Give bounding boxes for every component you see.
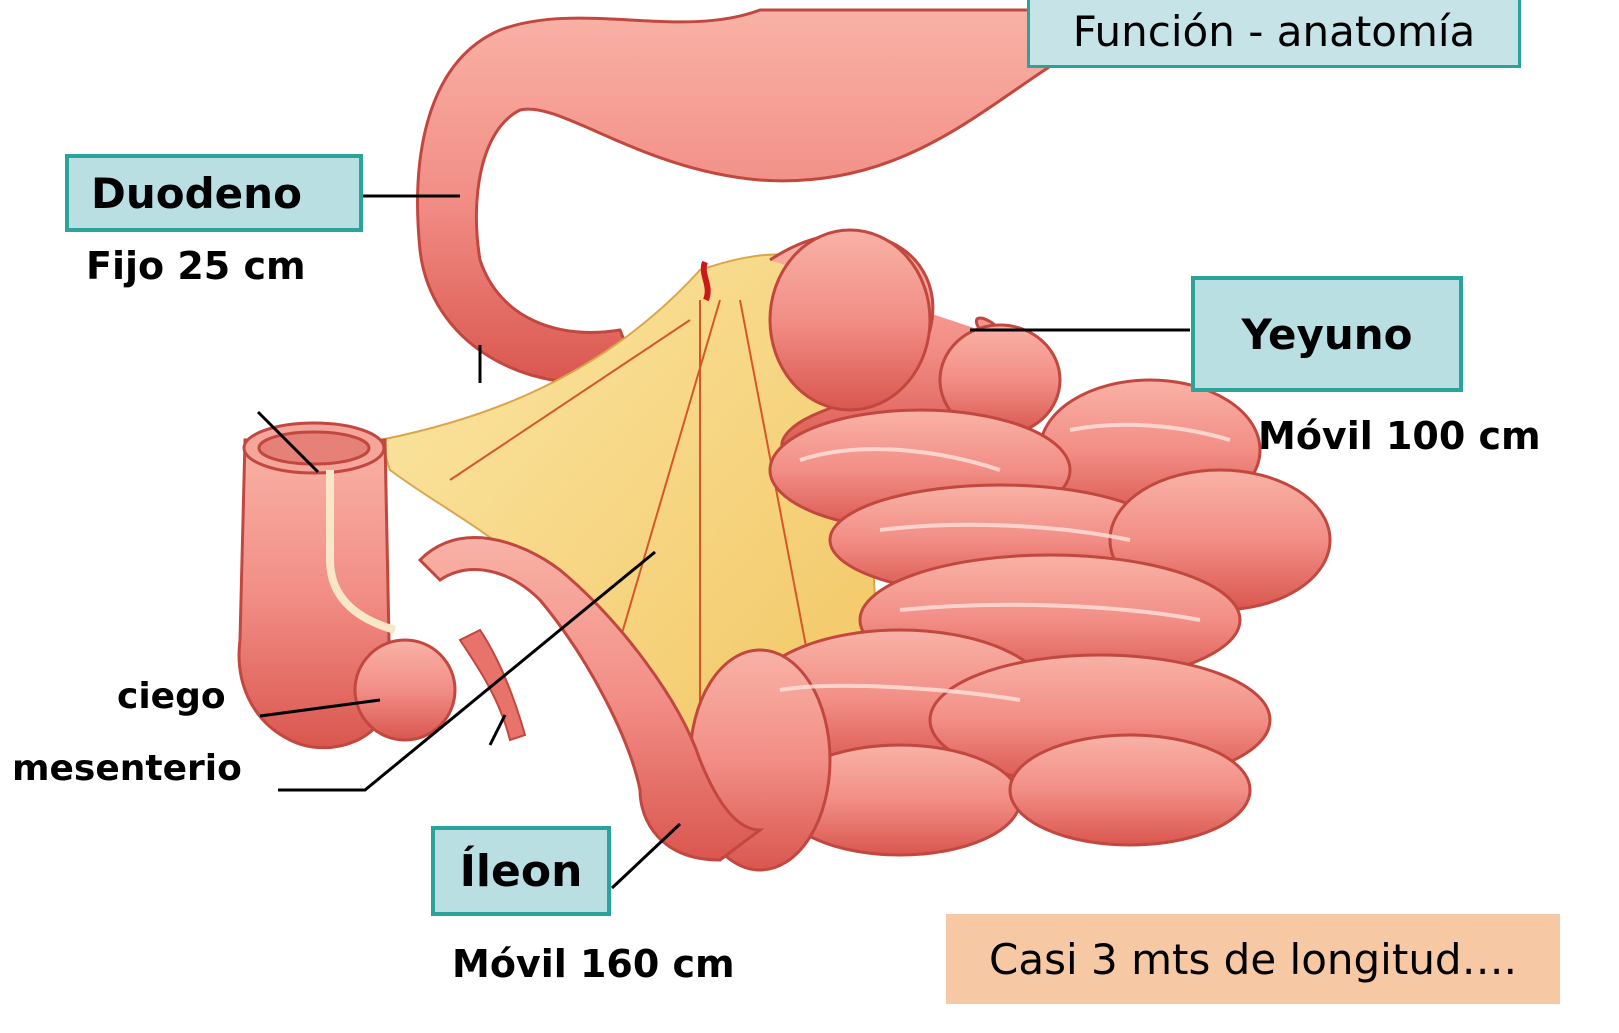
ciego-label: ciego [117,676,226,717]
yeyuno-length: Móvil 100 cm [1258,414,1541,458]
title-box: Función - anatomía [1027,0,1521,68]
yeyuno-label-box: Yeyuno [1191,276,1463,392]
duodeno-label-box: Duodeno [65,154,363,232]
page-title: Función - anatomía [1073,7,1476,56]
length-note-box: Casi 3 mts de longitud…. [946,914,1560,1004]
mesenterio-label: mesenterio [12,748,242,789]
yeyuno-label: Yeyuno [1241,310,1412,359]
ileon-label: Íleon [460,846,583,897]
ileon-length: Móvil 160 cm [452,942,735,986]
duodeno-length: Fijo 25 cm [86,244,306,288]
length-note: Casi 3 mts de longitud…. [989,935,1517,984]
ileon-label-box: Íleon [431,826,611,916]
duodeno-label: Duodeno [91,169,302,218]
